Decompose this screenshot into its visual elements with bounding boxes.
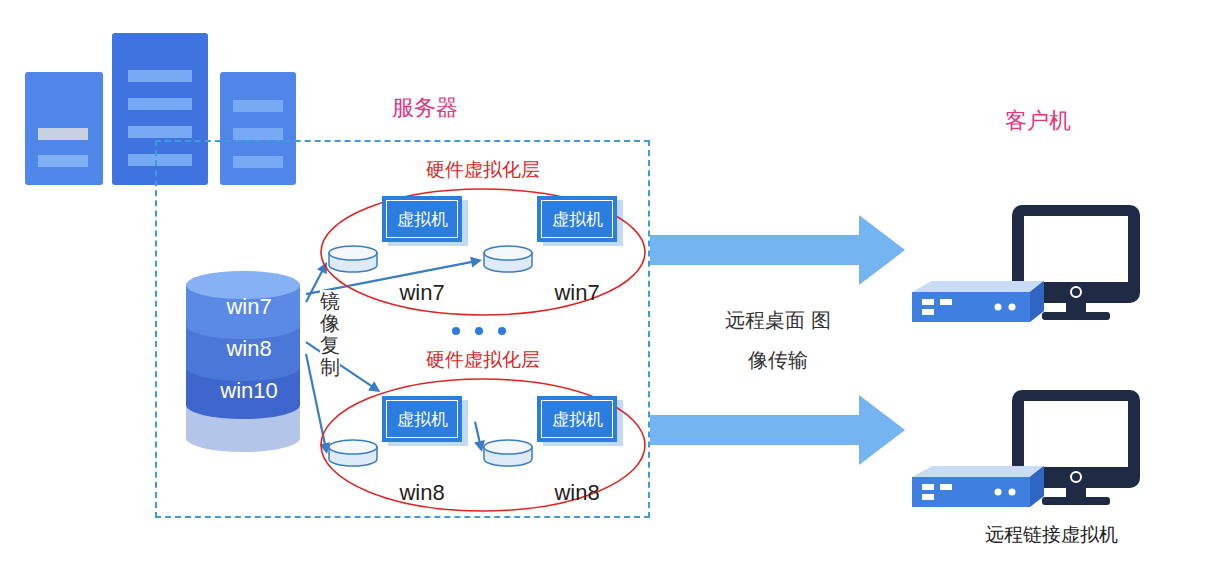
arrow-head [859, 395, 905, 465]
arrow-shaft [650, 235, 860, 265]
copy-arrow [306, 342, 380, 392]
monitor-button [1071, 472, 1081, 482]
mirror-copy-label: 镜像复制 [320, 290, 340, 378]
transfer-arrow [650, 395, 905, 465]
ellipsis-dots [452, 327, 506, 335]
arrow-head [368, 381, 380, 392]
device-light [1009, 304, 1016, 311]
image-layer: win8 [192, 332, 306, 366]
group-title: 客户机 [1005, 108, 1071, 134]
server-slot [38, 128, 88, 140]
arrow-shaft [650, 415, 860, 445]
virtual-machine: 虚拟机win8 [327, 392, 475, 502]
image-layer: win7 [192, 290, 306, 324]
dot [452, 327, 460, 335]
arrow-shaft [475, 422, 480, 443]
dot [475, 327, 483, 335]
client-computer [912, 205, 1140, 322]
image-name: win8 [192, 332, 306, 366]
ellipse-outline [321, 379, 645, 511]
device-slot [922, 299, 934, 305]
device-top [912, 281, 1044, 292]
server-slot [128, 154, 192, 166]
os-name: win8 [377, 480, 467, 506]
image-name: win10 [192, 374, 306, 408]
ellipse-outline [321, 189, 645, 315]
client-machine: 远程链接虚拟机 [905, 385, 1145, 515]
device-slot [922, 484, 934, 490]
arrow-head [470, 257, 482, 268]
server-slot [128, 70, 192, 82]
server-tower [220, 72, 296, 185]
virtual-machine: 虚拟机win7 [482, 192, 630, 300]
device-side [1030, 466, 1044, 507]
vm-title: 虚拟机 [386, 400, 458, 438]
group-title: 远程链接虚拟机 [985, 523, 1118, 547]
server-slot [233, 100, 283, 112]
device-front [912, 477, 1030, 507]
virtual-machine: 虚拟机win7 [327, 192, 475, 300]
server-tower [112, 33, 208, 185]
device-slot [940, 484, 952, 490]
server-slot [128, 98, 192, 110]
server-region: 服务器win7win8win10硬件虚拟化层虚拟机win7虚拟机win7硬件虚拟… [155, 140, 650, 518]
virtualization-layer: 硬件虚拟化层虚拟机win8虚拟机win8 [320, 378, 646, 512]
server-slot [38, 155, 88, 167]
virtualization-layer: 硬件虚拟化层虚拟机win7虚拟机win7 [320, 188, 646, 316]
monitor-screen [1024, 401, 1128, 467]
device-slot [922, 494, 934, 500]
device-slot [922, 309, 934, 315]
image-layer: win10 [192, 374, 306, 408]
disk-icon [329, 246, 377, 272]
image-name: win7 [192, 290, 306, 324]
disk-icon [329, 440, 377, 466]
monitor-base [1042, 497, 1110, 505]
disk-icon [484, 440, 532, 466]
device-light [995, 489, 1002, 496]
client-machine: 客户机 [905, 200, 1145, 330]
monitor-screen [1024, 216, 1128, 282]
copy-arrow [474, 422, 485, 452]
server-slot [233, 156, 283, 168]
transfer-label: 远程桌面 图像传输 [718, 300, 838, 380]
transfer-arrow [650, 215, 905, 285]
client-computer [912, 390, 1140, 507]
server-slot [128, 126, 192, 138]
device-top [912, 466, 1044, 477]
server-tower [25, 72, 103, 185]
arrow-head [474, 440, 485, 452]
arrow-head [859, 215, 905, 285]
virtual-machine: 虚拟机win8 [482, 392, 630, 502]
vm-title: 虚拟机 [541, 400, 613, 438]
monitor-base [1042, 312, 1110, 320]
os-name: win8 [532, 480, 622, 506]
layer-heading: 硬件虚拟化层 [320, 158, 646, 182]
layer-heading: 硬件虚拟化层 [320, 348, 646, 372]
device-side [1030, 281, 1044, 322]
device-light [995, 304, 1002, 311]
cylinder-band [186, 424, 300, 452]
os-name: win7 [532, 280, 622, 306]
server-icon [25, 33, 296, 185]
dot [498, 327, 506, 335]
device-front [912, 292, 1030, 322]
group-title: 服务器 [392, 95, 458, 121]
disk-icon [484, 246, 532, 272]
vm-title: 虚拟机 [386, 200, 458, 238]
device-light [1009, 489, 1016, 496]
device-slot [940, 299, 952, 305]
vm-title: 虚拟机 [541, 200, 613, 238]
monitor-button [1071, 287, 1081, 297]
os-name: win7 [377, 280, 467, 306]
server-slot [233, 128, 283, 140]
